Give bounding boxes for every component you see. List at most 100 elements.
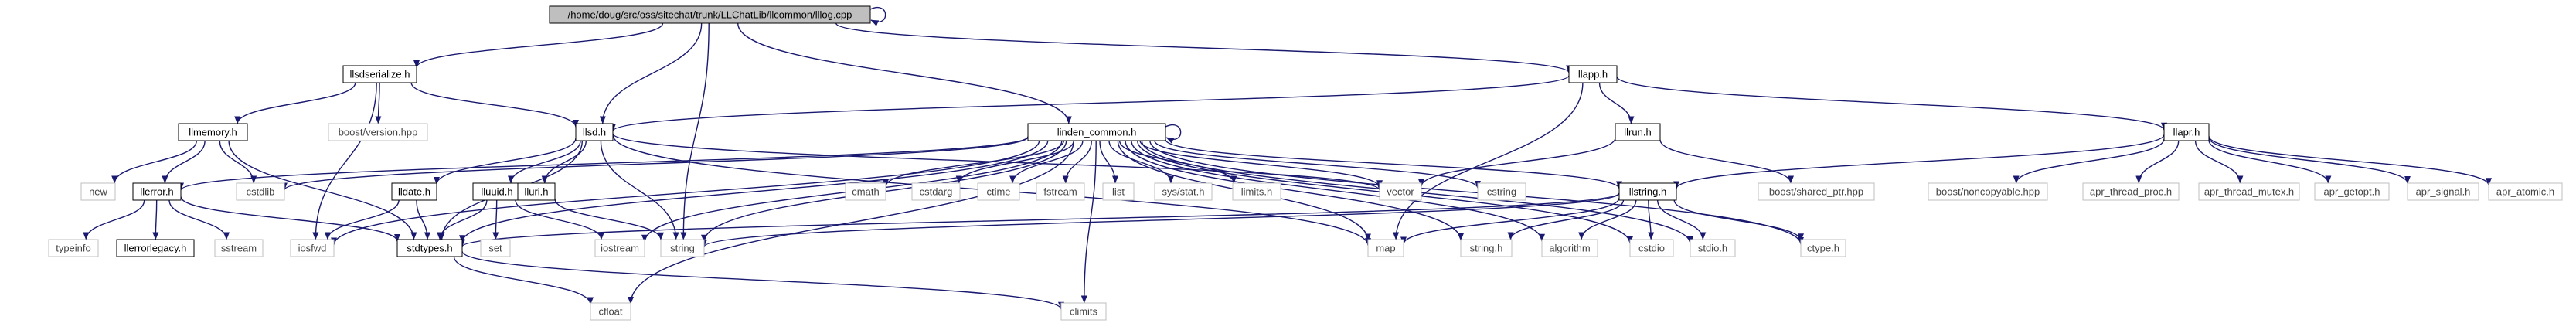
node-set: set — [480, 239, 511, 257]
node-label: stdio.h — [1698, 243, 1727, 254]
node-box — [396, 239, 463, 257]
node-box — [1379, 182, 1422, 201]
node-cstdio: cstdio — [1629, 239, 1674, 257]
edge-llsdserialize-to-boost_version — [375, 82, 382, 124]
edge-linden_common-to-linden_common — [1165, 124, 1182, 144]
node-llstring[interactable]: llstring.h — [1618, 182, 1677, 201]
node-cstdarg: cstdarg — [911, 182, 961, 201]
node-label: iostream — [601, 243, 639, 254]
node-lldate[interactable]: lldate.h — [391, 182, 437, 201]
edge-llsdserialize-to-iosfwd — [312, 82, 377, 240]
node-label: cmath — [852, 186, 879, 198]
node-ctype: ctype.h — [1800, 239, 1846, 257]
node-label: llapr.h — [2173, 127, 2200, 138]
node-stdtypes[interactable]: stdtypes.h — [396, 239, 463, 257]
node-box — [911, 182, 961, 201]
edge-llmemory-to-new — [111, 140, 197, 184]
node-cstring: cstring — [1477, 182, 1526, 201]
node-box — [1367, 239, 1404, 257]
node-box — [1690, 239, 1736, 257]
node-llerror[interactable]: llerror.h — [132, 182, 182, 201]
edge-linden_common-to-fstream — [1062, 140, 1092, 184]
edge-llrun-to-boost_shared_ptr — [1659, 139, 1794, 184]
node-stdio: stdio.h — [1690, 239, 1736, 257]
node-label: apr_thread_mutex.h — [2204, 186, 2294, 198]
node-box — [517, 182, 556, 201]
node-llsd[interactable]: llsd.h — [575, 123, 614, 141]
node-label: apr_atomic.h — [2496, 186, 2554, 198]
node-llrun[interactable]: llrun.h — [1615, 123, 1661, 141]
node-apr_thread_proc: apr_thread_proc.h — [2082, 182, 2180, 201]
node-climits: climits — [1060, 302, 1107, 321]
edge-llapp-to-llrun — [1598, 82, 1635, 124]
edge-lldate-to-iosfwd — [324, 199, 400, 240]
edge-llmemory-to-cstdlib — [219, 140, 257, 184]
edge-llstring-to-map — [1400, 197, 1620, 245]
node-label: apr_signal.h — [2416, 186, 2471, 198]
edge-llapr-to-llstring — [1673, 134, 2165, 189]
node-cstdlib: cstdlib — [236, 182, 285, 201]
edge-lluuid-to-iostream — [515, 199, 604, 240]
node-lluri[interactable]: lluri.h — [517, 182, 556, 201]
node-box — [2488, 182, 2563, 201]
node-root[interactable]: /home/doug/src/oss/sitechat/trunk/LLChat… — [549, 5, 871, 24]
edge-linden_common-to-algorithm — [1131, 140, 1545, 242]
node-label: llsdserialize.h — [349, 69, 410, 80]
node-box — [290, 239, 335, 257]
edge-llapp-to-map — [1393, 82, 1584, 240]
node-boost_version: boost/version.hpp — [328, 123, 428, 141]
edge-llsd-to-lluri — [541, 140, 587, 184]
edge-llstring-to-cstdio — [1648, 199, 1655, 240]
node-box — [2314, 182, 2390, 201]
node-box — [328, 123, 428, 141]
edge-llapp-to-llsd — [610, 75, 1570, 132]
edge-llsd-to-lluuid — [508, 140, 581, 184]
edges-layer — [83, 7, 2492, 310]
edge-linden_common-to-vector — [1139, 140, 1383, 189]
edge-root-to-root — [869, 7, 886, 26]
node-box — [480, 239, 511, 257]
edge-llerror-to-stdtypes — [180, 196, 400, 242]
node-box — [594, 239, 645, 257]
node-llmemory[interactable]: llmemory.h — [178, 123, 248, 141]
node-box — [845, 182, 886, 201]
edge-llmemory-to-llerror — [162, 140, 206, 184]
node-label: limits.h — [1241, 186, 1272, 198]
node-box — [116, 239, 195, 257]
node-label: llstring.h — [1629, 186, 1666, 198]
edge-linden_common-to-ctime — [1009, 140, 1084, 184]
edge-linden_common-to-iosfwd — [331, 140, 1040, 246]
node-label: string — [670, 243, 695, 254]
node-label: cfloat — [598, 306, 622, 318]
node-llapr[interactable]: llapr.h — [2163, 123, 2210, 141]
node-box — [1541, 239, 1598, 257]
node-label: linden_common.h — [1057, 127, 1137, 138]
node-label: new — [89, 186, 107, 198]
node-label: sstream — [221, 243, 257, 254]
edge-llapr-to-apr_thread_mutex — [2194, 140, 2244, 184]
node-label: boost/shared_ptr.hpp — [1769, 186, 1863, 198]
edge-linden_common-to-llerror — [178, 136, 1029, 191]
edge-linden_common-to-llstring — [1165, 139, 1622, 189]
node-box — [2163, 123, 2210, 141]
node-box — [660, 239, 705, 257]
node-llsdserialize[interactable]: llsdserialize.h — [342, 65, 417, 83]
node-box — [1154, 182, 1213, 201]
edge-lluri-to-string — [554, 199, 664, 240]
node-label: boost/version.hpp — [339, 127, 418, 138]
node-label: climits — [1070, 306, 1098, 318]
node-box — [2198, 182, 2300, 201]
edge-lldate-to-stdtypes — [416, 199, 430, 240]
edge-llerror-to-typeinfo — [83, 199, 145, 240]
node-linden_common[interactable]: linden_common.h — [1027, 123, 1166, 141]
node-box — [1928, 182, 2048, 201]
node-label: lldate.h — [398, 186, 430, 198]
node-vector: vector — [1379, 182, 1422, 201]
node-box — [342, 65, 417, 83]
node-llapp[interactable]: llapp.h — [1568, 65, 1618, 83]
node-label: set — [488, 243, 502, 254]
node-list: list — [1102, 182, 1135, 201]
node-lluuid[interactable]: lluuid.h — [472, 182, 522, 201]
node-llerrorlegacy[interactable]: llerrorlegacy.h — [116, 239, 195, 257]
node-label: iosfwd — [298, 243, 327, 254]
